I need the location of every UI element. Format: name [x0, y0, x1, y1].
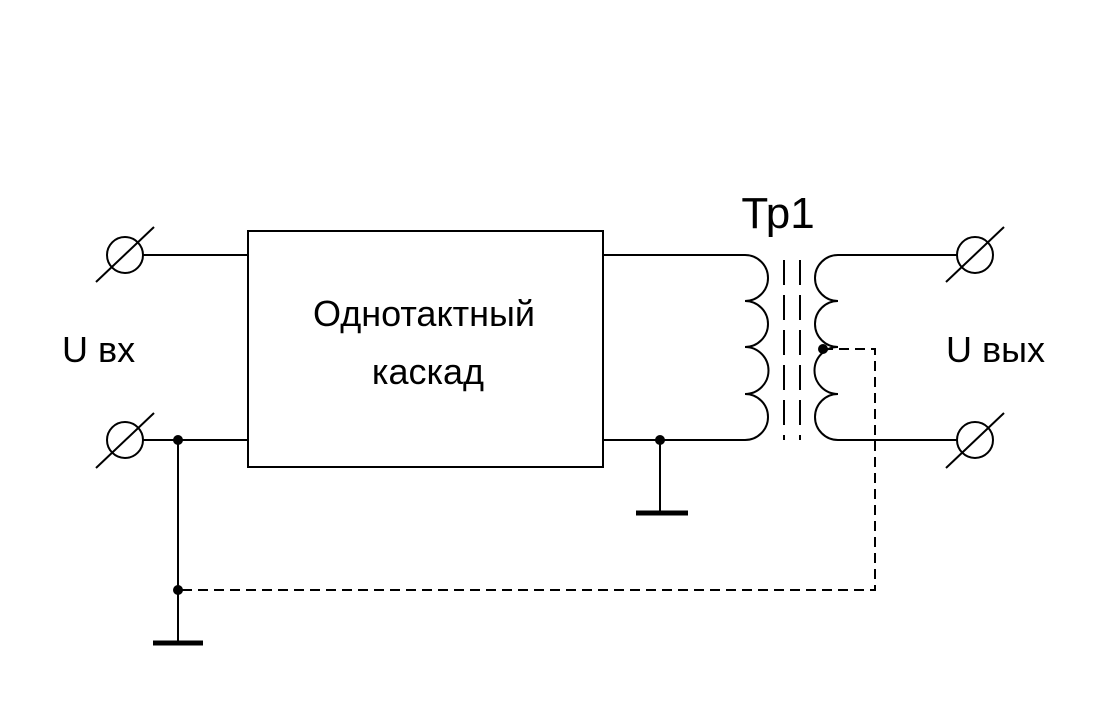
block-label-line1: Однотактный — [313, 293, 535, 334]
input-voltage-label: U вх — [62, 329, 135, 370]
output-terminal-bottom — [945, 412, 1005, 469]
transformer-secondary-winding — [813, 254, 839, 441]
junction-feedback — [173, 585, 183, 595]
transformer-primary-winding — [744, 254, 770, 441]
feedback-dashed-line — [178, 348, 876, 591]
output-terminal-top — [945, 226, 1005, 283]
amplifier-block — [247, 230, 604, 468]
output-voltage-label: U вых — [946, 329, 1045, 370]
block-label-line2: каскад — [372, 351, 484, 392]
transformer-label: Тр1 — [741, 189, 814, 238]
